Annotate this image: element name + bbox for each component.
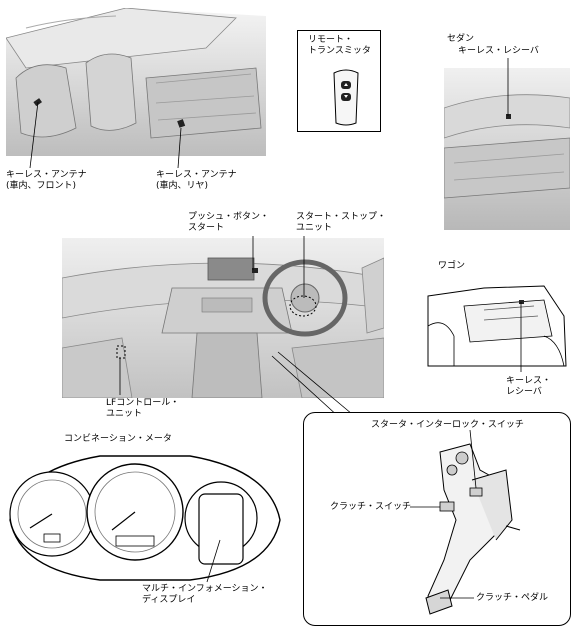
sedan-rear-illustration [444,68,570,230]
label-sedan: セダン [447,34,475,44]
wagon-rear-drawing [427,285,567,367]
interior-illustration [6,8,266,156]
label-wagon: ワゴン [438,261,466,271]
label-clutch-switch: クラッチ・スイッチ [330,502,412,512]
sedan-rear-drawing [444,68,570,230]
label-starter-interlock-switch: スタータ・インターロック・スイッチ [371,420,524,430]
wagon-rear-illustration [424,276,570,368]
label-lf-control-unit: LFコントロール・ ユニット [106,398,180,419]
label-combination-meter: コンビネーション・メータ [64,434,172,444]
key-fob-icon [333,69,359,126]
label-keyless-antenna-front: キーレス・アンテナ (車内、フロント) [6,170,87,191]
label-keyless-receiver-sedan: キーレス・レシーバ [458,46,539,56]
label-push-button-start: プッシュ・ボタン・ スタート [188,212,270,233]
interior-drawing [6,8,266,156]
label-multi-info-display: マルチ・インフォメーション・ ディスプレイ [142,584,268,605]
label-clutch-pedal: クラッチ・ペダル [476,593,549,603]
label-keyless-antenna-rear: キーレス・アンテナ (車内、リヤ) [156,170,237,191]
remote-transmitter-box: リモート・ トランスミッタ [297,30,381,132]
label-start-stop-unit: スタート・ストップ・ ユニット [296,212,387,233]
label-keyless-receiver-wagon: キーレス・ レシーバ [506,376,552,397]
label-remote-transmitter: リモート・ トランスミッタ [308,35,371,56]
